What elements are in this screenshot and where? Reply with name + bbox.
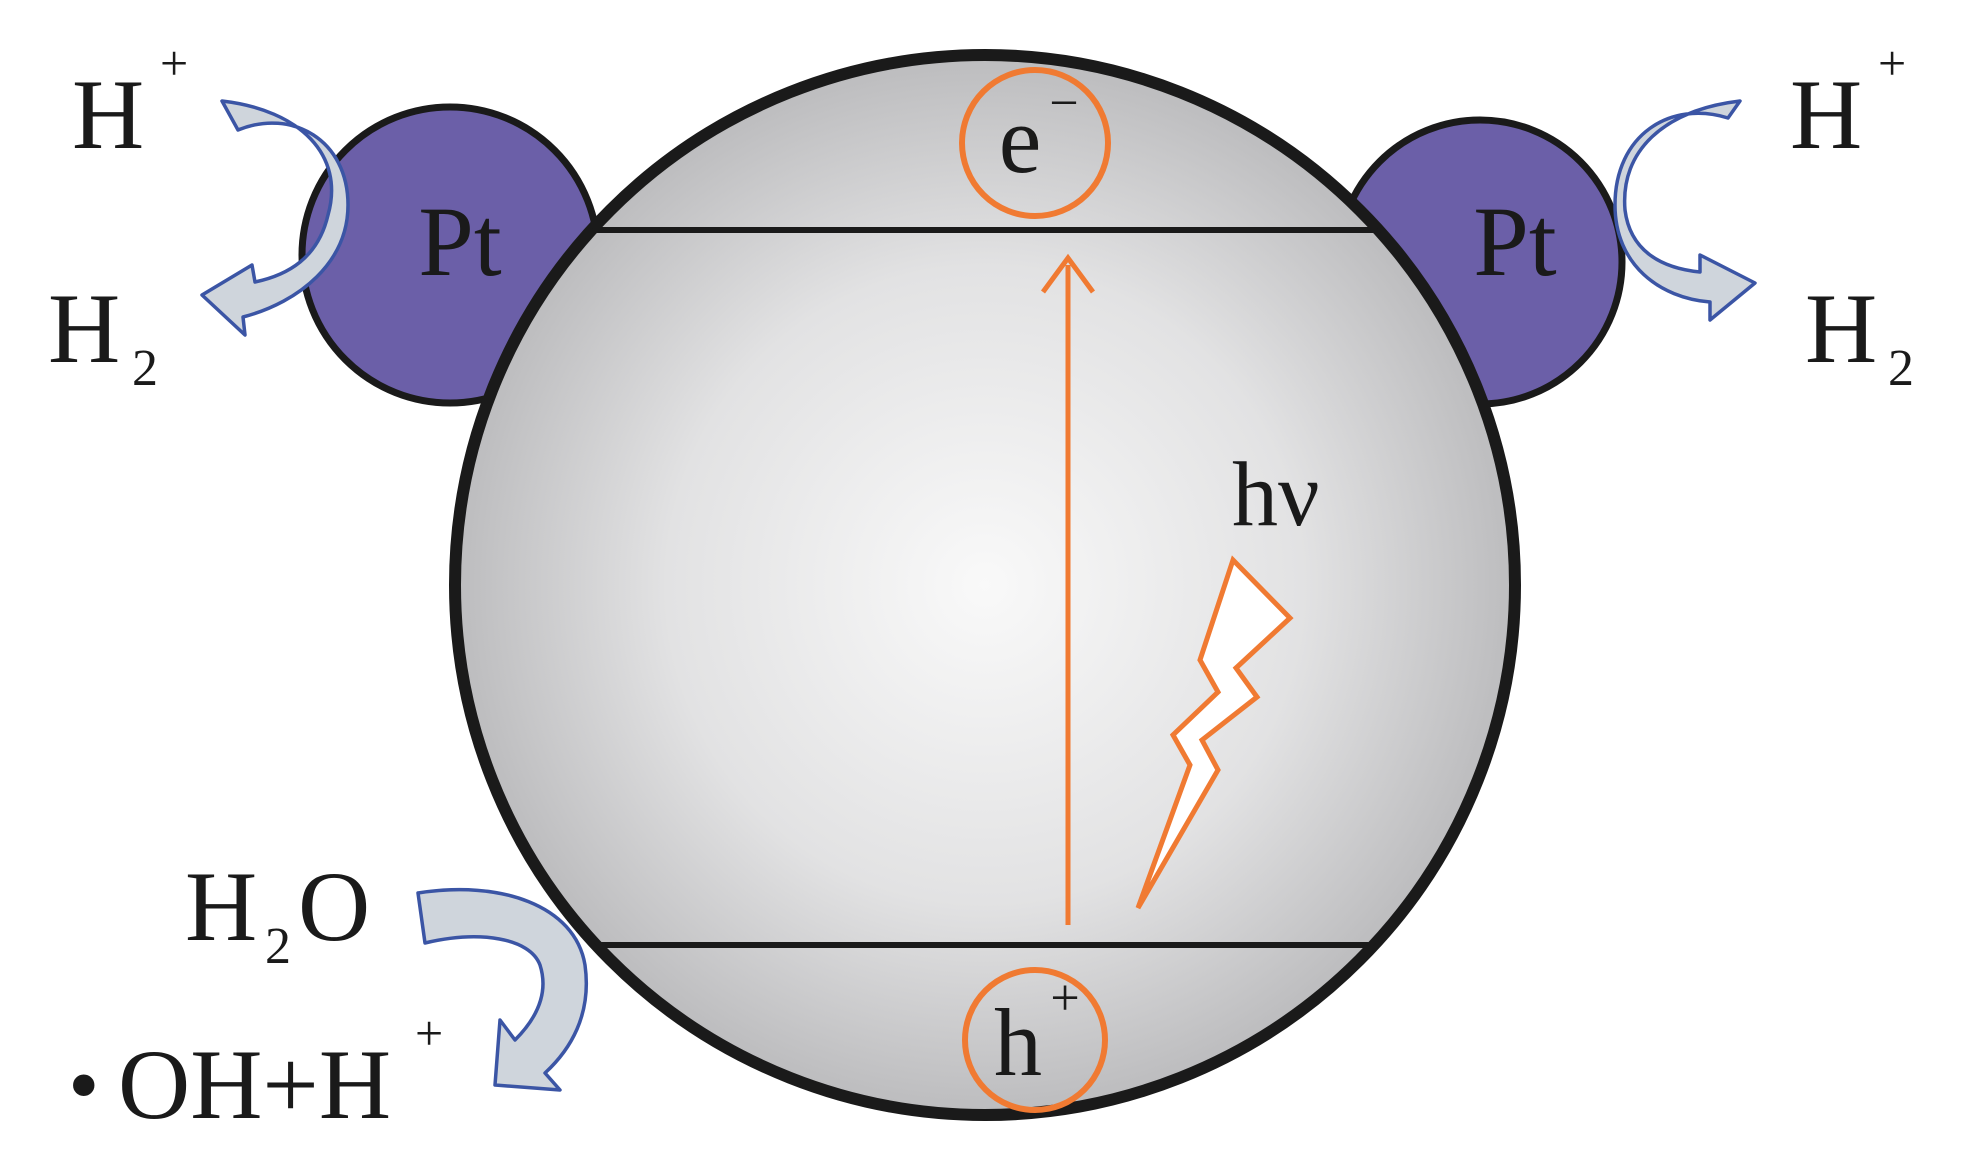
water-label-h: H xyxy=(185,851,257,962)
hole-charge: + xyxy=(1050,970,1079,1027)
proton-label-right: H xyxy=(1790,59,1862,170)
curved-arrow-left-top xyxy=(200,99,350,337)
hydrogen-label-right: H xyxy=(1805,273,1877,384)
electron-label: e xyxy=(999,86,1042,193)
electron-charge: − xyxy=(1049,75,1078,132)
products-charge: + xyxy=(415,1005,443,1061)
photon-label: hν xyxy=(1232,443,1320,545)
hydrogen-subscript-right: 2 xyxy=(1888,340,1914,397)
excitation-arrow xyxy=(1040,253,1096,925)
hydrogen-label-left: H xyxy=(48,273,120,384)
curved-arrow-right-top xyxy=(1613,99,1757,322)
hole-label: h xyxy=(994,989,1042,1096)
pt-label-left: Pt xyxy=(418,186,502,297)
water-label-o: O xyxy=(298,851,370,962)
proton-charge-right: + xyxy=(1878,35,1906,91)
proton-charge-left: + xyxy=(160,35,188,91)
hole-circle xyxy=(962,967,1108,1113)
pt-label-right: Pt xyxy=(1473,186,1557,297)
semiconductor-particle xyxy=(449,49,1521,1121)
proton-label-left: H xyxy=(72,59,144,170)
water-subscript: 2 xyxy=(265,918,291,975)
electron-circle xyxy=(959,67,1111,219)
hydroxyl-dot: • xyxy=(68,1036,100,1135)
products-label: OH+H xyxy=(118,1029,391,1140)
hydrogen-subscript-left: 2 xyxy=(132,340,158,397)
lightning-bolt-icon xyxy=(1135,555,1294,910)
curved-arrow-bottom-left xyxy=(416,887,588,1092)
